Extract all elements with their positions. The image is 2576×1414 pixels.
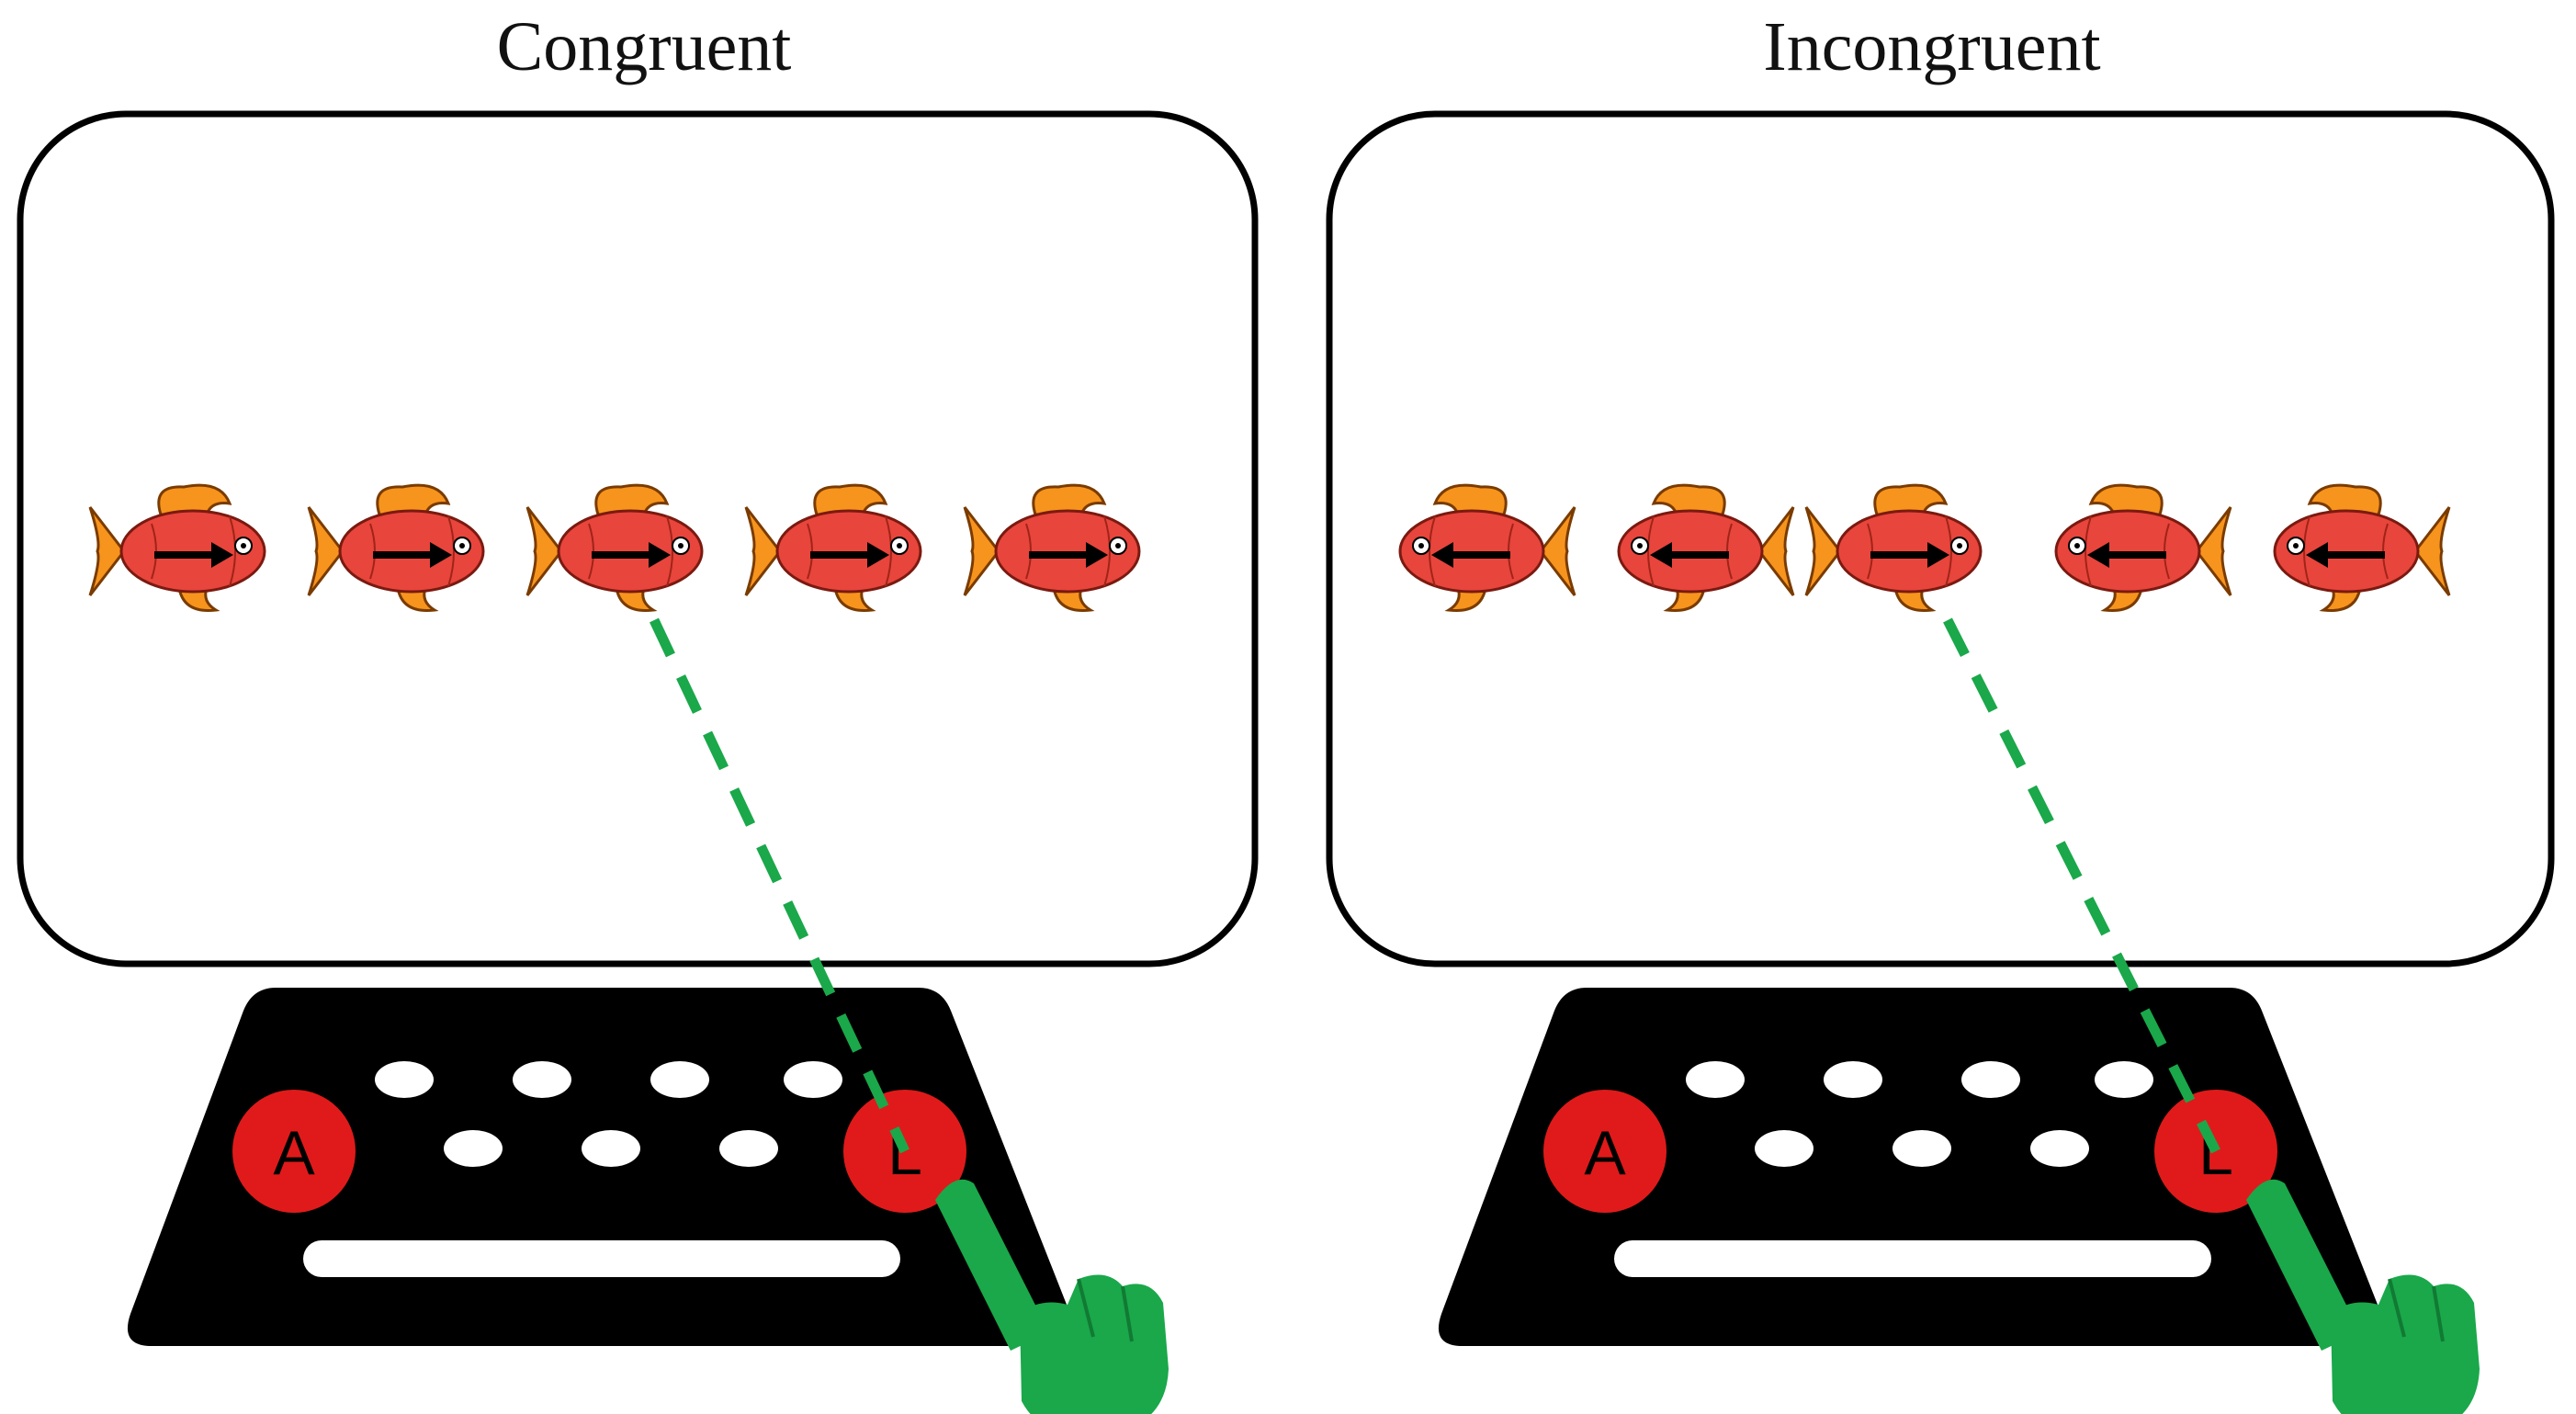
left-response-key-label: A [1584,1118,1626,1188]
fish-row [1398,483,2451,612]
keyboard-key[interactable] [2030,1130,2089,1167]
left-response-key-label: A [273,1118,315,1188]
pointing-hand-icon [935,1179,1169,1414]
fish-icon [1398,483,1576,612]
keyboard-key[interactable] [1892,1130,1951,1167]
keyboard-key[interactable] [1824,1061,1882,1098]
fish-icon [1804,483,1983,612]
keyboard-key[interactable] [1755,1130,1813,1167]
target-pointer-line [650,617,910,1154]
keyboard-key[interactable] [513,1061,571,1098]
arrow-icon [1431,542,1510,568]
keyboard-key[interactable] [1961,1061,2020,1098]
fish-row [88,483,1141,612]
keyboard-key[interactable] [719,1130,778,1167]
target-pointer-line [1943,617,2220,1154]
fish-icon [525,483,704,612]
arrow-icon [1650,542,1729,568]
arrow-icon [810,542,889,568]
keyboard-key[interactable] [2095,1061,2153,1098]
arrow-icon [1870,542,1949,568]
panel-title: Congruent [496,8,792,85]
fish-icon [307,483,485,612]
left-response-key[interactable] [232,1090,356,1213]
fish-icon [88,483,266,612]
incongruent-scene: A L [1326,110,2555,1414]
arrow-icon [2087,542,2166,568]
fish-icon [2273,483,2451,612]
arrow-icon [2306,542,2385,568]
arrow-icon [592,542,671,568]
keyboard-key[interactable] [784,1061,842,1098]
fish-icon [2054,483,2232,612]
congruent-panel: A L Congruent [17,8,1259,1414]
fish-icon [744,483,922,612]
panel-title: Incongruent [1763,8,2101,85]
spacebar[interactable] [1614,1240,2211,1277]
incongruent-panel: A L Incongruent [1288,0,2576,1414]
fish-icon [1617,483,1795,612]
keyboard-key[interactable] [582,1130,640,1167]
keyboard-key[interactable] [650,1061,709,1098]
keyboard-key[interactable] [1686,1061,1745,1098]
spacebar[interactable] [303,1240,900,1277]
right-response-key-label: L [887,1118,922,1188]
arrow-icon [1029,542,1108,568]
pointing-hand-icon [2246,1179,2480,1414]
fish-icon [963,483,1141,612]
keyboard-key[interactable] [375,1061,434,1098]
left-response-key[interactable] [1543,1090,1666,1213]
keyboard-key[interactable] [444,1130,503,1167]
arrow-icon [373,542,452,568]
arrow-icon [154,542,233,568]
congruent-scene: A L [17,110,1259,1414]
